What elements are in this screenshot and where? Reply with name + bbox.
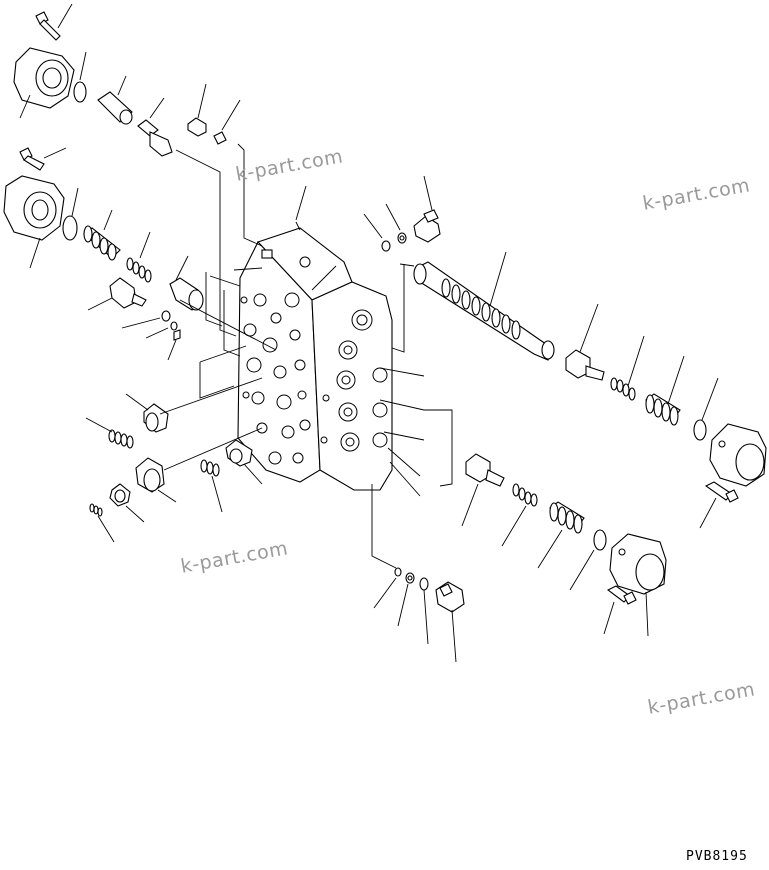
spring-right-lower-small (501, 483, 538, 547)
spring-right-large (645, 355, 685, 426)
plug-upper (137, 97, 173, 157)
bolt-top-left (35, 3, 73, 41)
valve-body (237, 227, 393, 491)
spring-left-small (126, 231, 152, 283)
bolt-right-lower (603, 585, 637, 635)
pin-upper (213, 99, 241, 145)
spring-right-lower-large (537, 501, 585, 569)
body-ports-right (320, 309, 388, 452)
o-ring-small-left-2 (145, 321, 178, 339)
spring-left-large (83, 209, 121, 261)
sleeve-left-middle (125, 393, 169, 433)
o-ring-right-upper (693, 377, 719, 441)
spring-left-lower (89, 503, 115, 543)
washer-bottom (397, 572, 415, 627)
spring-left-middle (85, 417, 134, 449)
spring-seat-right-lower (461, 453, 505, 527)
poppet-left (87, 277, 147, 311)
o-ring-top-right (363, 213, 391, 252)
end-cap-right-lower (609, 533, 667, 637)
end-cap-right-upper (709, 423, 767, 487)
spring-right-upper (610, 335, 645, 401)
seal-small-left (167, 329, 181, 361)
spring-seat-right-upper (565, 303, 605, 381)
check-valve-left (169, 255, 204, 311)
nut-upper (187, 83, 207, 137)
o-ring-bottom (373, 567, 402, 609)
sleeve-upper (97, 75, 133, 125)
o-ring-small-left-1 (121, 310, 171, 329)
seal-bottom (419, 577, 429, 645)
plug-bottom (435, 581, 465, 663)
end-cap-upper (13, 47, 75, 119)
piston-left-lower (135, 457, 177, 503)
plug-center-lower (225, 439, 263, 485)
sleeve-left-lower (109, 483, 145, 523)
main-spool (413, 251, 555, 361)
drawing-code: PVB8195 (686, 849, 748, 864)
body-top-plug (261, 249, 273, 259)
o-ring-right-lower (569, 529, 607, 591)
assembly-guide-lines (159, 143, 453, 569)
spring-center-lower (200, 459, 223, 513)
o-ring-left (62, 187, 79, 241)
washer-top-right (385, 203, 407, 244)
body-top-port (299, 256, 311, 268)
end-cap-lower (3, 175, 65, 269)
o-ring-upper-1 (73, 51, 87, 103)
plug-top-right (413, 175, 441, 243)
bolt-left (19, 147, 67, 171)
bolt-right-upper (699, 481, 739, 529)
